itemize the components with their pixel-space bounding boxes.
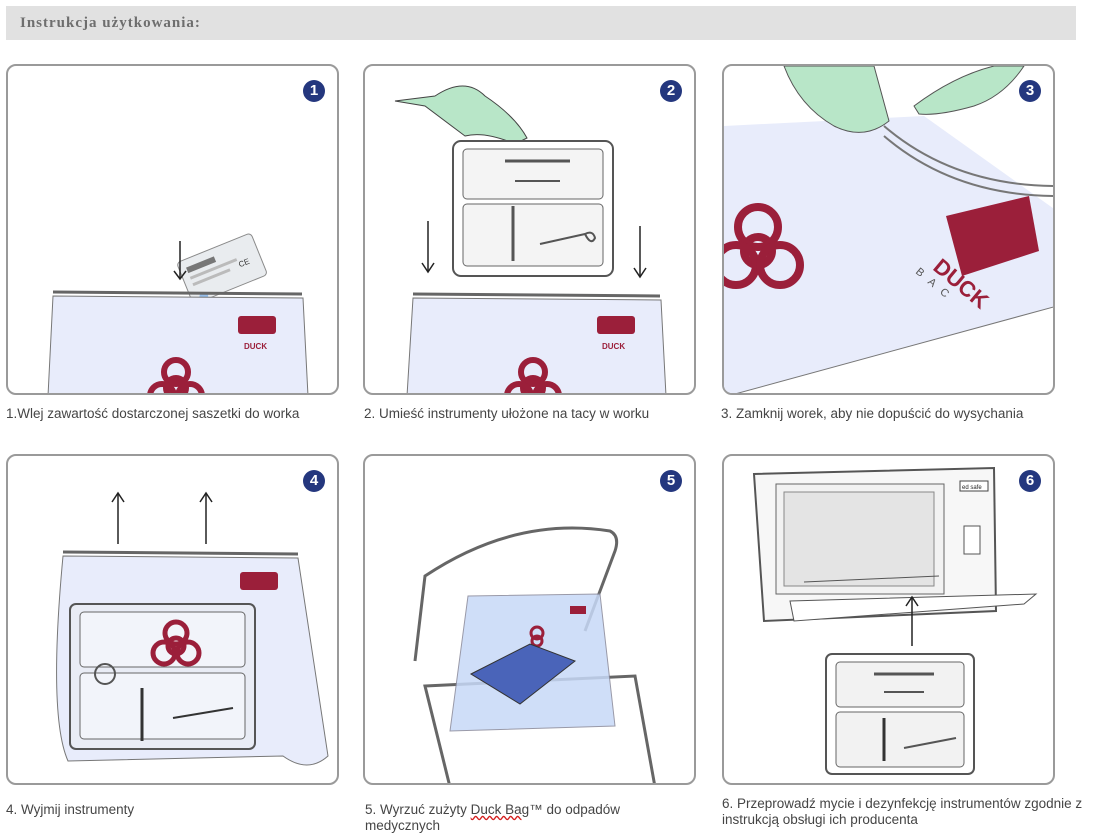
step-1-illustration: CE DUCK [47, 233, 309, 393]
svg-text:DUCK: DUCK [602, 342, 625, 351]
step-5-panel: 5 [363, 454, 696, 785]
step-6-caption: 6. Przeprowadź mycie i dezynfekcję instr… [722, 796, 1083, 827]
step-5-illustration [413, 526, 656, 783]
section-title: Instrukcja użytkowania: [20, 15, 201, 31]
step-4-caption: 4. Wyjmij instrumenty [6, 802, 135, 817]
step-4-badge: 4 [303, 470, 325, 492]
step-1-caption: 1.Wlej zawartość dostarczonej saszetki d… [6, 406, 300, 421]
step-5-badge: 5 [660, 470, 682, 492]
svg-text:CE: CE [237, 257, 251, 270]
step-3-caption: 3. Zamknij worek, aby nie dopuścić do wy… [721, 406, 1024, 421]
step-1-badge: 1 [303, 80, 325, 102]
step-3-panel: DUCK B A C 3 [722, 64, 1055, 395]
step-2-badge: 2 [660, 80, 682, 102]
step-2-caption: 2. Umieść instrumenty ułożone na tacy w … [364, 406, 650, 421]
step-3-illustration [724, 66, 1053, 393]
step-6-panel: ed safe 6 [722, 454, 1055, 785]
step-3-badge: 3 [1019, 80, 1041, 102]
step-2-illustration: DUCK [394, 85, 667, 393]
section-header: Instrukcja użytkowania: [6, 6, 1076, 40]
step-2-panel: DUCK 2 [363, 64, 696, 395]
step-4-illustration [56, 491, 329, 766]
step-4-panel: 4 [6, 454, 339, 785]
svg-text:DUCK: DUCK [244, 342, 267, 351]
step-6-illustration: ed safe [752, 466, 1038, 775]
step-1-panel: CE DUCK 1 [6, 64, 339, 395]
step-6-badge: 6 [1019, 470, 1041, 492]
washer-label: ed safe [962, 485, 982, 491]
step-5-caption: 5. Wyrzuć zużyty Duck Bag™ do odpadów me… [365, 802, 621, 833]
